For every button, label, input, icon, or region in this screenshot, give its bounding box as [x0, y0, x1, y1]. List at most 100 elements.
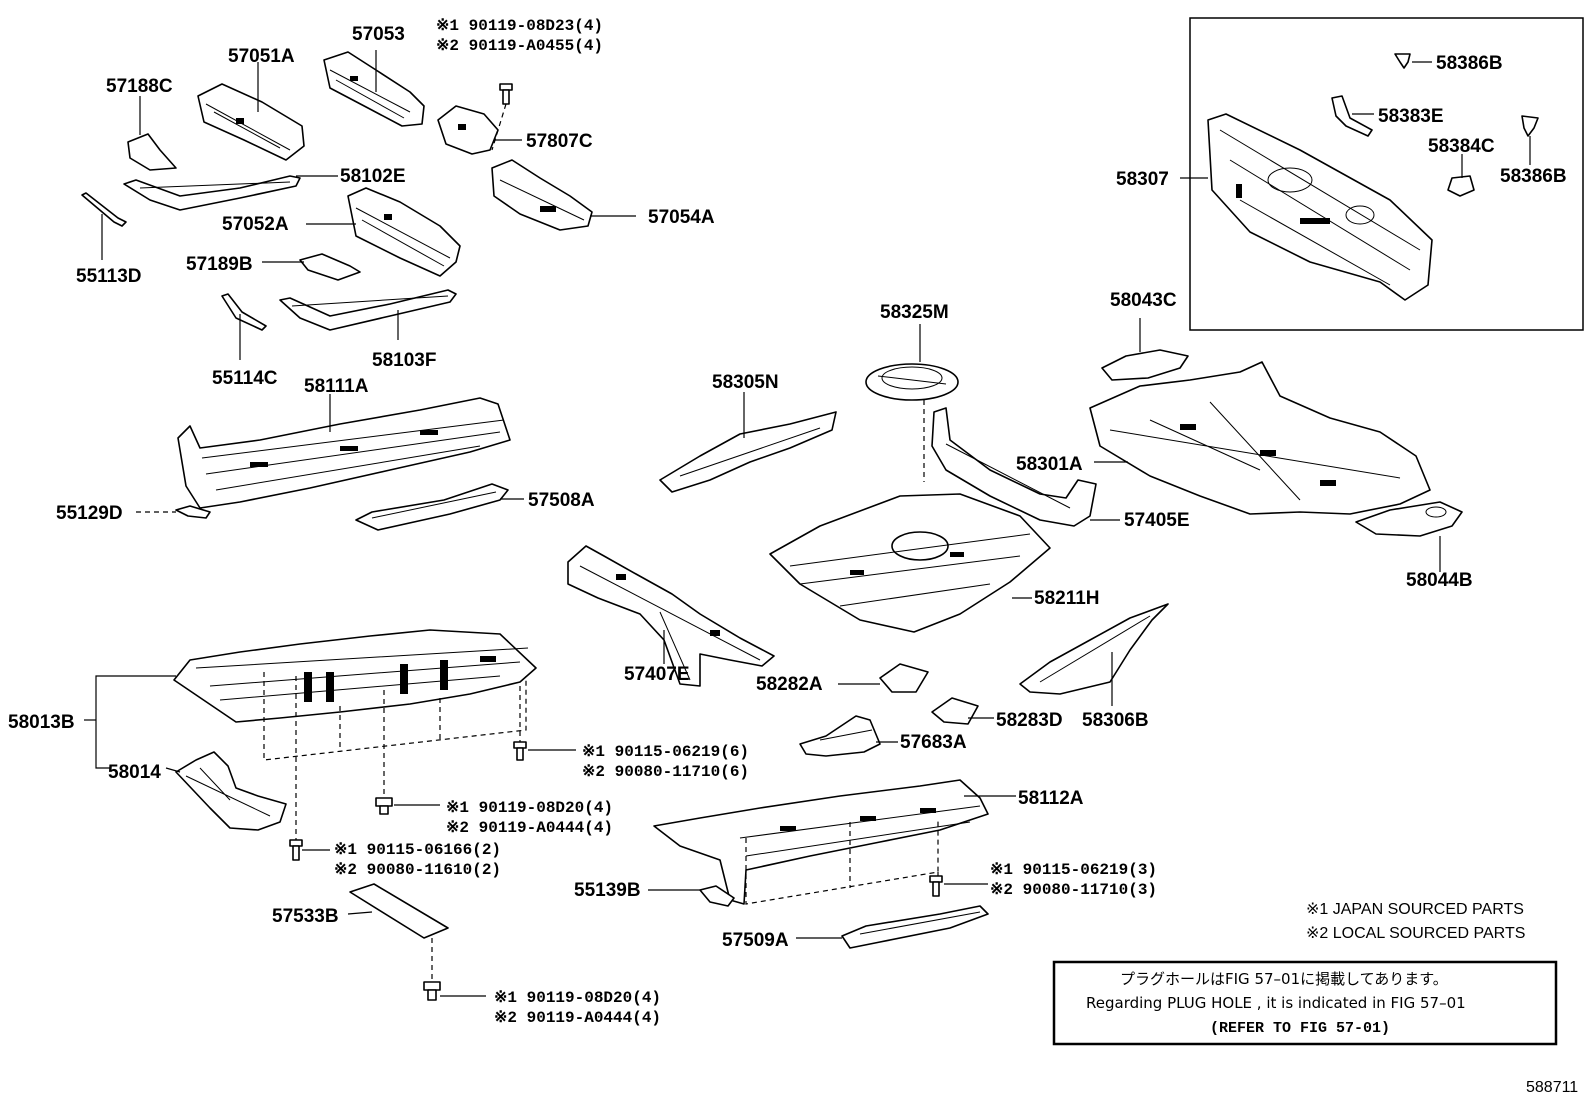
label-58014: 58014 — [108, 762, 161, 783]
bolt-label-mid-1: ※1 90115-06219(6) — [582, 743, 749, 761]
part-58111A[interactable] — [177, 397, 511, 509]
part-58103F[interactable] — [279, 289, 457, 331]
bolt-labels: ※1 90119-08D23(4) ※2 90119-A0455(4) ※1 9… — [334, 17, 1157, 1027]
label-58112A: 58112A — [1018, 788, 1084, 809]
part-58112A[interactable] — [653, 779, 989, 905]
part-58383E[interactable] — [1331, 95, 1373, 137]
part-57405E[interactable] — [931, 407, 1097, 527]
part-58301A[interactable] — [1089, 361, 1431, 515]
part-57053[interactable] — [323, 51, 425, 127]
part-57509A[interactable] — [841, 905, 989, 949]
part-57188C[interactable] — [127, 133, 177, 171]
part-57051A[interactable] — [197, 83, 305, 161]
bolt-06219-6[interactable] — [513, 741, 527, 761]
part-57807C[interactable] — [437, 105, 499, 155]
bolt-06219-3[interactable] — [929, 875, 943, 897]
label-58111A: 58111A — [304, 376, 369, 397]
part-58386B-top[interactable] — [1394, 53, 1411, 69]
note-japanese: プラグホールはFIG 57–01に掲載してあります。 — [1120, 970, 1448, 988]
label-58282A: 58282A — [756, 674, 823, 695]
bolt-label-top-1: ※1 90119-08D23(4) — [436, 17, 603, 35]
bolt-label-r-1: ※1 90115-06219(3) — [990, 861, 1157, 879]
label-57053: 57053 — [352, 24, 405, 45]
part-57052A[interactable] — [347, 187, 461, 277]
part-57533B[interactable] — [349, 883, 449, 939]
part-58306B[interactable] — [1019, 603, 1169, 695]
label-58043C: 58043C — [1110, 290, 1177, 311]
bolt-06166-2[interactable] — [289, 839, 303, 861]
label-55129D: 55129D — [56, 503, 123, 524]
part-57054A[interactable] — [491, 159, 593, 231]
label-57807C: 57807C — [526, 131, 593, 152]
part-55113D[interactable] — [81, 192, 127, 227]
bolt-label-b20-1: ※1 90119-08D20(4) — [446, 799, 613, 817]
bolt-label-b6-1: ※1 90115-06166(2) — [334, 841, 501, 859]
label-58044B: 58044B — [1406, 570, 1473, 591]
part-labels: 57188C 57051A 57053 57807C 58102E 55113D… — [8, 24, 1567, 951]
part-58307[interactable] — [1207, 113, 1433, 301]
legend-japan: ※1 JAPAN SOURCED PARTS — [1306, 901, 1524, 918]
label-58305N: 58305N — [712, 372, 779, 393]
bolt-label-mid-2: ※2 90080-11710(6) — [582, 763, 749, 781]
part-58014[interactable] — [175, 751, 287, 831]
part-57189B[interactable] — [299, 253, 361, 281]
part-58044B[interactable] — [1355, 501, 1463, 537]
label-57052A: 57052A — [222, 214, 289, 235]
part-55129D[interactable] — [175, 505, 211, 519]
bolt-label-bot-2: ※2 90119-A0444(4) — [494, 1009, 661, 1027]
label-58306B: 58306B — [1082, 710, 1149, 731]
label-57054A: 57054A — [648, 207, 715, 228]
part-58384C[interactable] — [1447, 175, 1475, 197]
label-55139B: 55139B — [574, 880, 641, 901]
part-58102E[interactable] — [123, 175, 301, 211]
label-58102E: 58102E — [340, 166, 406, 187]
part-58013B[interactable] — [173, 629, 537, 723]
part-57407E[interactable] — [567, 545, 775, 687]
part-57508A[interactable] — [355, 483, 509, 531]
label-57533B: 57533B — [272, 906, 339, 927]
label-58383E: 58383E — [1378, 106, 1444, 127]
bolt-08D20-4-bottom[interactable] — [423, 981, 441, 1001]
label-58384C: 58384C — [1428, 136, 1495, 157]
part-58283D[interactable] — [931, 697, 979, 725]
plug-hole-note-box — [1052, 960, 1558, 1046]
label-57189B: 57189B — [186, 254, 253, 275]
label-57405E: 57405E — [1124, 510, 1190, 531]
part-58211H[interactable] — [769, 493, 1051, 633]
bolt-label-r-2: ※2 90080-11710(3) — [990, 881, 1157, 899]
label-58103F: 58103F — [372, 350, 436, 371]
label-55114C: 55114C — [212, 368, 278, 389]
bolt-label-b6-2: ※2 90080-11610(2) — [334, 861, 501, 879]
label-57051A: 57051A — [228, 46, 295, 67]
legend-local: ※2 LOCAL SOURCED PARTS — [1306, 925, 1525, 942]
plug-hole-note: プラグホールはFIG 57–01に掲載してあります。 Regarding PLU… — [1086, 970, 1466, 1037]
part-58305N[interactable] — [659, 411, 837, 493]
part-58386B-right[interactable] — [1521, 115, 1539, 137]
bolt-top[interactable] — [499, 83, 513, 105]
label-57188C: 57188C — [106, 76, 173, 97]
label-57683A: 57683A — [900, 732, 967, 753]
inset-frame — [1189, 17, 1584, 331]
note-reference: (REFER TO FIG 57-01) — [1210, 1020, 1390, 1037]
part-58043C[interactable] — [1101, 349, 1189, 381]
bolt-08D20-4-mid[interactable] — [375, 797, 393, 815]
label-58325M: 58325M — [880, 302, 949, 323]
part-58282A[interactable] — [879, 663, 929, 693]
note-english: Regarding PLUG HOLE , it is indicated in… — [1086, 994, 1466, 1012]
part-55114C[interactable] — [221, 293, 267, 331]
legend: ※1 JAPAN SOURCED PARTS ※2 LOCAL SOURCED … — [1306, 901, 1525, 942]
label-57508A: 57508A — [528, 490, 595, 511]
label-58013B: 58013B — [8, 712, 75, 733]
part-57683A[interactable] — [799, 715, 881, 757]
label-57509A: 57509A — [722, 930, 789, 951]
label-58386B-right: 58386B — [1500, 166, 1567, 187]
label-58283D: 58283D — [996, 710, 1063, 731]
bolt-label-bot-1: ※1 90119-08D20(4) — [494, 989, 661, 1007]
label-55113D: 55113D — [76, 266, 142, 287]
bolt-label-top-2: ※2 90119-A0455(4) — [436, 37, 603, 55]
part-55139B[interactable] — [699, 885, 735, 907]
part-58325M[interactable] — [865, 363, 959, 401]
figure-number: 588711 — [1526, 1079, 1578, 1096]
bolt-label-b20-2: ※2 90119-A0444(4) — [446, 819, 613, 837]
